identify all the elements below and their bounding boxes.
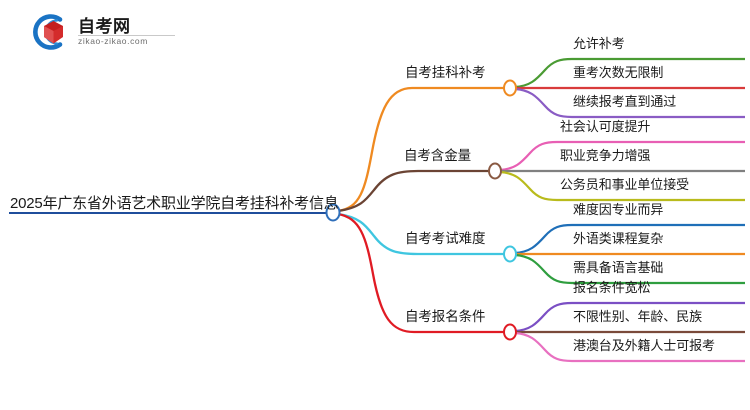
leaf-label-1-1[interactable]: 允许补考: [573, 36, 625, 51]
branch-node-3[interactable]: [503, 245, 517, 263]
leaf-label-4-2[interactable]: 不限性别、年龄、民族: [573, 309, 703, 324]
leaf-label-3-2[interactable]: 外语类课程复杂: [573, 231, 664, 246]
leaf-label-4-1[interactable]: 报名条件宽松: [573, 280, 651, 295]
leaf-label-2-3[interactable]: 公务员和事业单位接受: [560, 177, 690, 192]
trunk-edge-2: [337, 169, 490, 213]
leaf-label-1-3[interactable]: 继续报考直到通过: [573, 94, 677, 109]
leaf-label-3-1[interactable]: 难度因专业而异: [573, 202, 664, 217]
branch-label-1[interactable]: 自考挂科补考: [405, 65, 486, 80]
leaf-label-3-3[interactable]: 需具备语言基础: [573, 260, 664, 275]
branch-node-2[interactable]: [488, 162, 502, 180]
site-logo: 自考网 zikao-zikao.com: [28, 11, 178, 53]
branch-node-1[interactable]: [503, 79, 517, 97]
leaf-label-4-3[interactable]: 港澳台及外籍人士可报考: [573, 338, 715, 353]
branch-label-4[interactable]: 自考报名条件: [405, 309, 486, 324]
root-topic-label[interactable]: 2025年广东省外语艺术职业学院自考挂科补考信息: [10, 195, 339, 212]
logo-domain: zikao-zikao.com: [78, 36, 148, 46]
leaf-label-1-2[interactable]: 重考次数无限制: [573, 65, 664, 80]
branch-label-2[interactable]: 自考含金量: [404, 148, 471, 163]
arc-book-logo-icon: [33, 14, 63, 50]
logo-name-cn: 自考网: [78, 17, 131, 36]
logo-divider: [78, 35, 175, 36]
branch-label-3[interactable]: 自考考试难度: [405, 231, 486, 246]
branch-node-4[interactable]: [503, 323, 517, 341]
leaf-label-2-2[interactable]: 职业竞争力增强: [560, 148, 651, 163]
leaf-label-2-1[interactable]: 社会认可度提升: [560, 119, 651, 134]
